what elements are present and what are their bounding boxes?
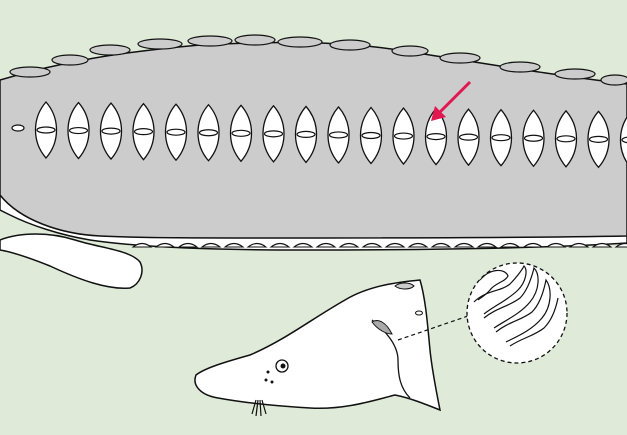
dorsal-scute [188, 36, 232, 46]
scute-keel [102, 128, 120, 134]
scute-keel [70, 128, 88, 134]
scute-keel [362, 133, 380, 139]
dorsal-scute [440, 53, 480, 63]
scute-keel [37, 127, 55, 133]
dorsal-scute [90, 45, 130, 55]
dorsal-scute [278, 37, 322, 47]
dorsal-scute [392, 46, 428, 56]
scute-keel [525, 135, 543, 141]
scute-keel [492, 135, 510, 141]
dorsal-scute [555, 69, 595, 79]
pupil [281, 364, 286, 369]
scute-keel [590, 136, 608, 142]
dorsal-scute [10, 67, 50, 77]
dorsal-scute [330, 40, 370, 50]
scute-keel [200, 130, 218, 136]
dorsal-scute [235, 35, 275, 45]
scute-keel [265, 131, 283, 137]
nostril-dot [265, 379, 268, 382]
nostril-dot [271, 381, 274, 384]
scute-keel [167, 129, 185, 135]
scute-keel [135, 129, 153, 135]
gill-detail-inset [467, 263, 567, 363]
scute-keel [232, 130, 250, 136]
scute-keel [622, 137, 627, 143]
scute-keel [427, 134, 445, 140]
scute-keel [557, 136, 575, 142]
spiracle [416, 311, 423, 315]
dorsal-scute [52, 55, 88, 65]
dorsal-scute [138, 39, 182, 49]
scute-keel [460, 134, 478, 140]
scute-keel [297, 131, 315, 137]
scute-keel [395, 133, 413, 139]
nostril-dot [267, 371, 270, 374]
dorsal-scute [500, 62, 540, 72]
scute-keel [330, 132, 348, 138]
dorsal-scute [601, 75, 627, 85]
head-scute [395, 283, 414, 289]
partial-scute [12, 125, 24, 131]
